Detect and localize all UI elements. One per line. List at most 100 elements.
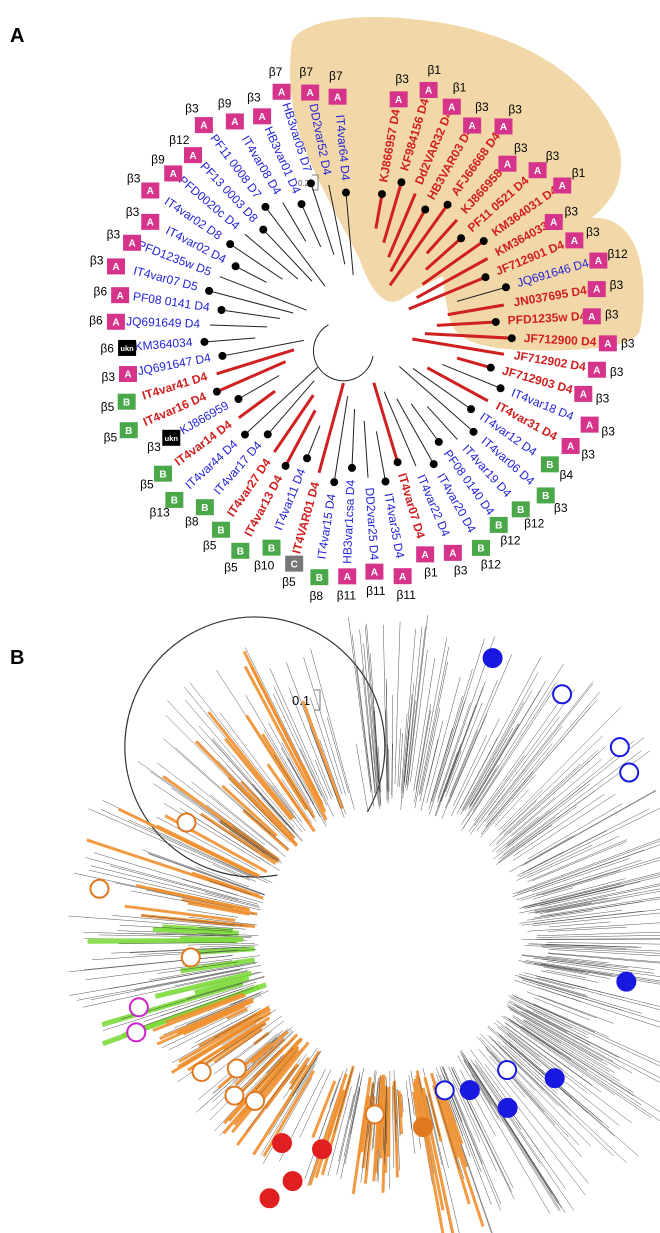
tree-b-branch — [150, 771, 278, 861]
panel-a-letter: A — [10, 25, 24, 47]
tree-b-branch — [289, 1056, 310, 1085]
leaf-label: JQ691649 D4 — [126, 314, 201, 331]
tree-b-branch — [191, 781, 286, 857]
tree-b-branch — [512, 844, 660, 897]
tree-b-branch — [229, 783, 290, 843]
tree-b-branch — [509, 835, 574, 873]
tree-b-branch — [525, 1009, 620, 1058]
tree-branch — [398, 365, 476, 434]
tree-b-branch — [213, 1020, 285, 1075]
tree-b-branch — [110, 865, 239, 901]
tree-b-branch — [527, 922, 660, 932]
tree-b-branch — [510, 997, 588, 1036]
subtype-label: B — [477, 544, 484, 555]
tree-b-branch — [484, 1063, 586, 1196]
tree-b-branch — [435, 681, 486, 817]
subtype-label: A — [189, 151, 196, 162]
tree-branch — [219, 309, 280, 320]
tree-b-branch — [475, 1073, 553, 1194]
clade-marker — [226, 1058, 247, 1079]
tree-b-branch — [181, 878, 263, 904]
tree-branch — [309, 181, 335, 255]
beta-label: β5 — [104, 430, 118, 444]
tree-branch — [243, 366, 318, 437]
beta-label: β3 — [185, 101, 199, 115]
tree-branch — [396, 398, 436, 467]
tree-branch — [228, 242, 283, 280]
beta-label: β12 — [481, 557, 502, 571]
tree-b-branch — [222, 1045, 300, 1135]
clade-marker — [224, 1085, 245, 1106]
subtype-box — [162, 429, 181, 446]
bootstrap-dot — [496, 384, 505, 393]
tree-b-branch — [338, 1094, 355, 1162]
subtype-box — [285, 555, 304, 572]
tree-b-branch — [396, 1089, 400, 1171]
subtype-box — [123, 234, 142, 251]
tree-b-branch — [360, 1095, 371, 1153]
tree-b-branch — [509, 1018, 572, 1060]
tree-branch — [424, 332, 514, 340]
tree-b-branch — [212, 737, 303, 841]
tree-b-branch — [212, 864, 250, 881]
tree-b-branch — [303, 657, 346, 795]
tree-b-branch — [439, 1090, 469, 1168]
tree-b-branch — [546, 890, 660, 913]
tree-b-branch — [268, 1057, 318, 1136]
subtype-box — [365, 563, 384, 580]
beta-label: β8 — [185, 515, 199, 529]
tree-b-branch — [219, 820, 280, 864]
subtype-label: B — [495, 521, 502, 532]
tree-b-branch — [230, 1046, 280, 1095]
tree-b-branch — [421, 1092, 455, 1233]
tree-b-branch — [221, 784, 278, 837]
tree-b-branch — [245, 694, 310, 804]
tree-b-branch — [186, 976, 265, 999]
tree-b-branch — [521, 1011, 614, 1062]
tree-b-branch — [521, 1025, 643, 1106]
subtype-label: A — [500, 122, 507, 133]
subtype-box — [328, 88, 347, 105]
tree-b-branch — [498, 810, 551, 853]
beta-label: β12 — [500, 533, 521, 547]
subtype-box — [598, 335, 617, 352]
tree-b-branch — [356, 666, 375, 807]
beta-label: β3 — [454, 563, 468, 577]
tree-b-branch — [510, 1020, 660, 1122]
tree-b-branch — [119, 924, 233, 932]
tree-b-branch — [499, 1035, 639, 1157]
tree-b-branch — [362, 669, 376, 794]
tree-b-branch — [459, 1069, 496, 1136]
tree-branch — [282, 202, 307, 242]
panel-b-letter: B — [10, 647, 24, 669]
bootstrap-dot — [481, 273, 490, 282]
beta-label: β12 — [169, 133, 190, 147]
tree-b-backbone — [124, 616, 386, 878]
tree-b-branch — [327, 1091, 345, 1139]
tree-b-branch — [507, 1018, 561, 1055]
subtype-box — [565, 232, 584, 249]
tree-b-branch — [546, 960, 660, 977]
bootstrap-dot — [486, 363, 495, 372]
tree-b-branch — [386, 678, 389, 793]
tree-b-branch — [391, 694, 394, 796]
tree-b-branch — [519, 883, 622, 909]
tree-branch — [410, 403, 441, 444]
subtype-box — [184, 147, 203, 164]
tree-b-branch — [196, 949, 257, 954]
tree-b-branch — [492, 1039, 544, 1090]
tree-b-branch — [508, 1032, 540, 1058]
tree-b-branch — [246, 1066, 296, 1132]
tree-b-branch — [506, 740, 635, 845]
tree-branch — [219, 276, 307, 311]
tree-b-branch — [528, 851, 564, 870]
tree-b-branch — [314, 759, 332, 800]
tree-branch — [426, 366, 489, 403]
tree-b-branch — [521, 790, 656, 867]
tree-branch — [283, 409, 317, 469]
subtype-box — [463, 117, 482, 134]
tree-b-branch — [83, 955, 233, 971]
tree-b-branch — [547, 901, 643, 917]
tree-branch — [421, 238, 487, 286]
subtype-label: B — [517, 505, 524, 516]
